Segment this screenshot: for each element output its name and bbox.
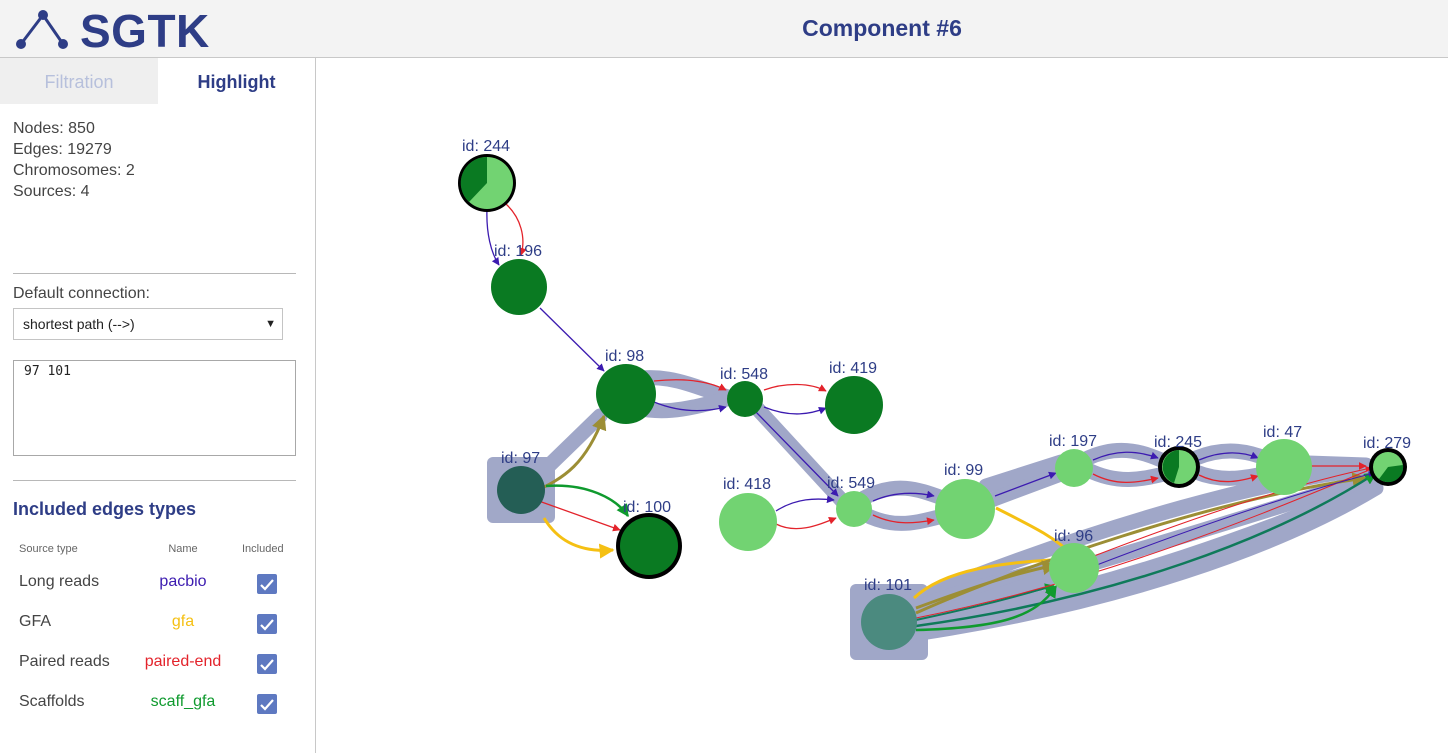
graph-logo-icon <box>16 10 68 49</box>
graph-stats: Nodes: 850 Edges: 19279 Chromosomes: 2 S… <box>13 118 135 202</box>
app-header: SGTK Component #6 <box>0 0 1448 58</box>
node-279[interactable]: id: 279 <box>1363 435 1411 486</box>
stat-chromosomes: Chromosomes: 2 <box>13 162 135 179</box>
node-label: id: 244 <box>462 138 510 155</box>
edge-included-checkbox[interactable] <box>257 694 277 714</box>
edge-included-checkbox[interactable] <box>257 614 277 634</box>
node-99[interactable]: id: 99 <box>935 462 995 539</box>
tab-highlight[interactable]: Highlight <box>158 58 315 104</box>
checkmark-icon <box>260 619 274 631</box>
node-419[interactable]: id: 419 <box>825 360 883 434</box>
node-label: id: 196 <box>494 243 542 260</box>
node-101[interactable]: id: 101 <box>861 577 917 650</box>
edge-type-name: paired-end <box>144 653 222 670</box>
stat-nodes: Nodes: 850 <box>13 120 95 137</box>
node-label: id: 101 <box>864 577 912 594</box>
checkmark-icon <box>260 659 274 671</box>
node-47[interactable]: id: 47 <box>1256 424 1312 495</box>
node-label: id: 418 <box>723 476 771 493</box>
edge-col-included-header: Included <box>242 543 284 555</box>
node-label: id: 96 <box>1054 528 1093 545</box>
divider <box>13 273 296 274</box>
dropdown-arrow-icon: ▼ <box>265 318 276 330</box>
node-label: id: 548 <box>720 366 768 383</box>
node-549[interactable]: id: 549 <box>827 475 875 527</box>
node-100[interactable]: id: 100 <box>616 499 682 579</box>
node-label: id: 98 <box>605 348 644 365</box>
default-connection-label: Default connection: <box>13 285 150 302</box>
tab-filtration[interactable]: Filtration <box>0 58 158 104</box>
graph-edges <box>486 203 1378 632</box>
node-418[interactable]: id: 418 <box>719 476 777 551</box>
node-96[interactable]: id: 96 <box>1049 528 1099 593</box>
node-98[interactable]: id: 98 <box>596 348 656 424</box>
checkmark-icon <box>260 579 274 591</box>
edge-source-type: Paired reads <box>19 653 110 670</box>
node-label: id: 549 <box>827 475 875 492</box>
edge-type-row: Paired reads paired-end <box>0 653 316 693</box>
stat-sources: Sources: 4 <box>13 183 90 200</box>
edge-type-row: Scaffolds scaff_gfa <box>0 693 316 733</box>
edge-type-name: pacbio <box>159 573 207 590</box>
node-245[interactable]: id: 245 <box>1154 434 1202 488</box>
node-label: id: 97 <box>501 450 540 467</box>
app-logo-text: SGTK <box>80 5 210 57</box>
edge-type-name: scaff_gfa <box>150 693 216 710</box>
edge-included-checkbox[interactable] <box>257 574 277 594</box>
node-label: id: 197 <box>1049 433 1097 450</box>
page-title: Component #6 <box>802 15 962 41</box>
edge-types-title: Included edges types <box>13 499 197 519</box>
node-label: id: 100 <box>623 499 671 516</box>
edge-source-type: Long reads <box>19 573 100 590</box>
graph-canvas[interactable]: id: 244 id: 196 id: 98 id: 548 id: 419 i… <box>316 58 1448 753</box>
edge-source-type: Scaffolds <box>19 693 85 710</box>
node-label: id: 99 <box>944 462 983 479</box>
edge-type-row: Long reads pacbio <box>0 573 316 613</box>
highlight-nodes-input[interactable] <box>13 360 296 456</box>
edge-included-checkbox[interactable] <box>257 654 277 674</box>
node-196[interactable]: id: 196 <box>491 243 547 315</box>
node-label: id: 245 <box>1154 434 1202 451</box>
stat-edges: Edges: 19279 <box>13 141 112 158</box>
node-197[interactable]: id: 197 <box>1049 433 1097 487</box>
edge-type-row: GFA gfa <box>0 613 316 653</box>
checkmark-icon <box>260 699 274 711</box>
edge-type-name: gfa <box>171 613 195 630</box>
node-548[interactable]: id: 548 <box>720 366 768 417</box>
edge-col-source-header: Source type <box>19 543 78 555</box>
graph-svg[interactable]: id: 244 id: 196 id: 98 id: 548 id: 419 i… <box>316 58 1448 753</box>
node-97[interactable]: id: 97 <box>497 450 545 514</box>
node-label: id: 47 <box>1263 424 1302 441</box>
edge-col-name-header: Name <box>168 543 198 555</box>
node-244[interactable]: id: 244 <box>458 138 516 212</box>
default-connection-select[interactable]: shortest path (-->) ▼ <box>13 308 283 340</box>
node-label: id: 419 <box>829 360 877 377</box>
edge-source-type: GFA <box>19 613 52 630</box>
default-connection-value: shortest path (-->) <box>23 316 135 332</box>
divider <box>13 480 296 481</box>
sidebar: Filtration Highlight Nodes: 850 Edges: 1… <box>0 58 316 753</box>
node-label: id: 279 <box>1363 435 1411 452</box>
